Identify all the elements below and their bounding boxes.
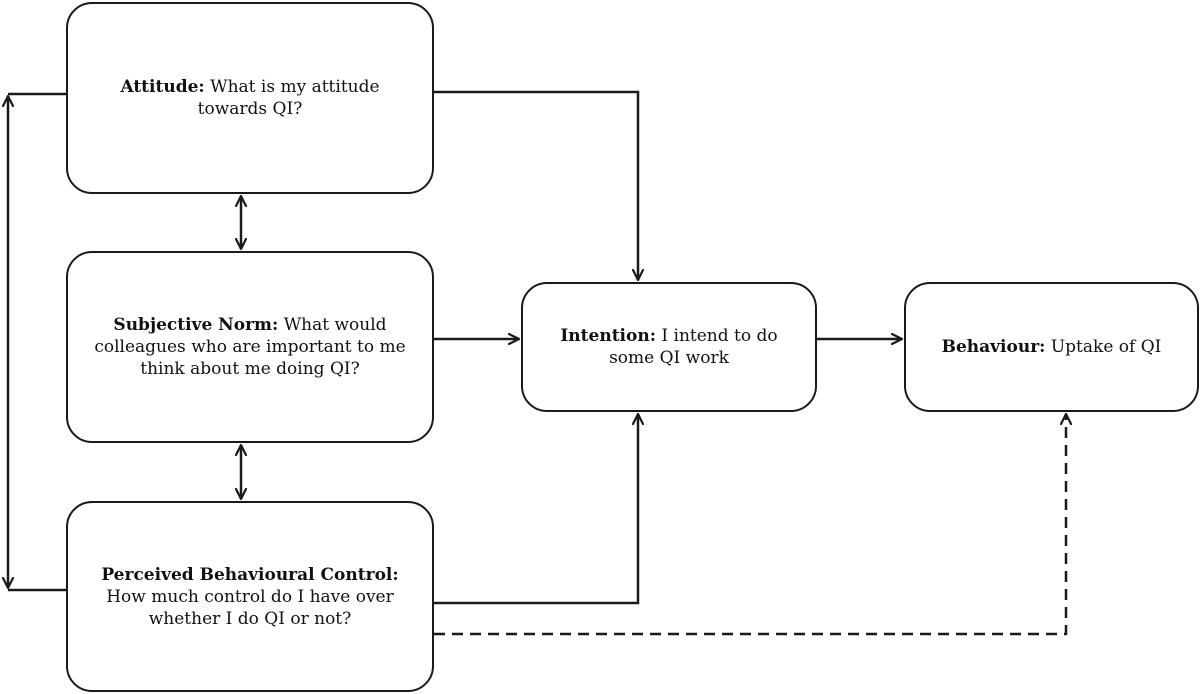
edge-attitude-to-intention [434,90,638,280]
node-attitude: Attitude: What is my attitude towards QI… [66,2,434,194]
node-intention: Intention: I intend to do some QI work [521,282,817,412]
node-behaviour-title: Behaviour: [941,337,1046,357]
node-control-text: How much control do I have over whether … [106,586,394,629]
edge-control-to-behaviour-dashed [434,414,1066,636]
node-behaviour: Behaviour: Uptake of QI [904,282,1199,412]
node-subjective-norm: Subjective Norm: What would colleagues w… [66,251,434,443]
node-perceived-behavioural-control: Perceived Behavioural Control:How much c… [66,501,434,692]
node-attitude-title: Attitude: [120,77,205,97]
node-attitude-text: What is my attitude towards QI? [197,77,380,119]
node-intention-text: I intend to do some QI work [609,326,778,368]
node-norm-text: What would colleagues who are important … [94,315,406,379]
node-control-title: Perceived Behavioural Control: [101,564,399,585]
node-norm-title: Subjective Norm: [113,315,279,335]
node-behaviour-text: Uptake of QI [1050,337,1162,357]
edge-control-to-intention [434,414,638,605]
node-intention-title: Intention: [560,326,656,346]
